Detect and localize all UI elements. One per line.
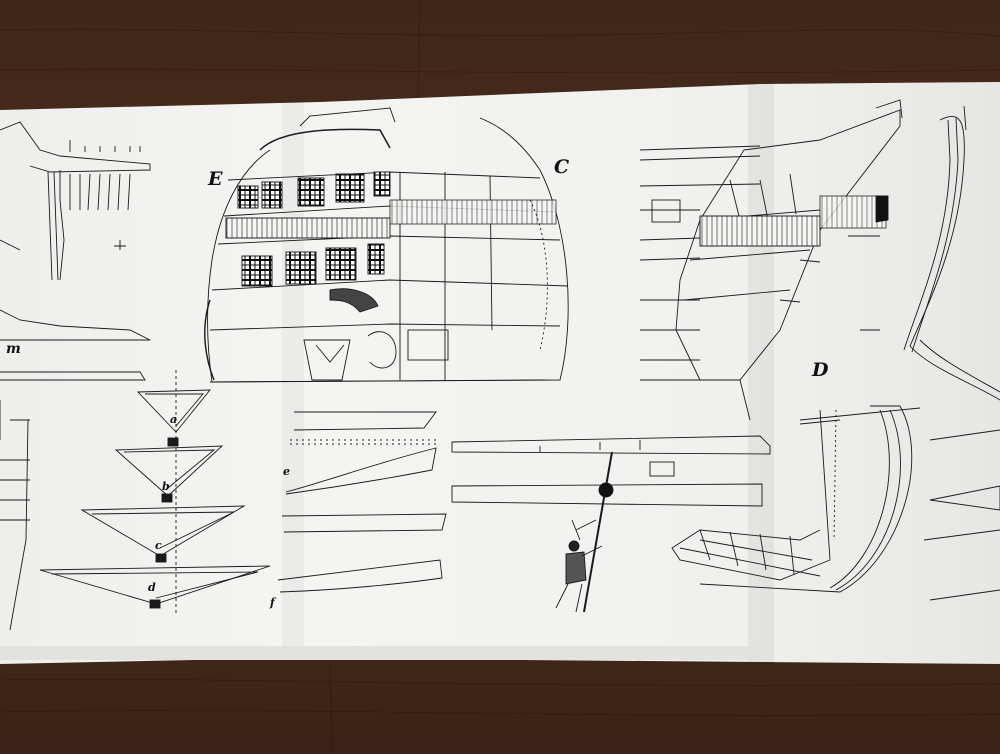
left-stern-profile [0, 121, 151, 631]
label-m: m [6, 341, 21, 357]
plank-drawings [277, 411, 447, 593]
keel-pieces [451, 435, 771, 507]
curved-stem [903, 105, 1000, 601]
v-frames [39, 370, 271, 616]
label-c: C [554, 156, 570, 178]
label-b: b [162, 480, 170, 493]
fold-shadow-right [748, 84, 774, 664]
stern-quarter-c [639, 99, 903, 421]
label-d-small: d [148, 581, 156, 594]
stern-view-e [204, 107, 569, 383]
label-c-small: c [155, 539, 162, 552]
sailor-figure [555, 451, 614, 613]
drawings [0, 99, 1000, 631]
paper-under-layer [0, 646, 760, 660]
label-f-small: f [270, 596, 275, 609]
label-a: a [170, 413, 178, 426]
label-d: D [812, 359, 829, 381]
stem-assembly-d [671, 405, 921, 593]
label-e: E [208, 168, 223, 190]
label-e-small: e [283, 465, 290, 478]
